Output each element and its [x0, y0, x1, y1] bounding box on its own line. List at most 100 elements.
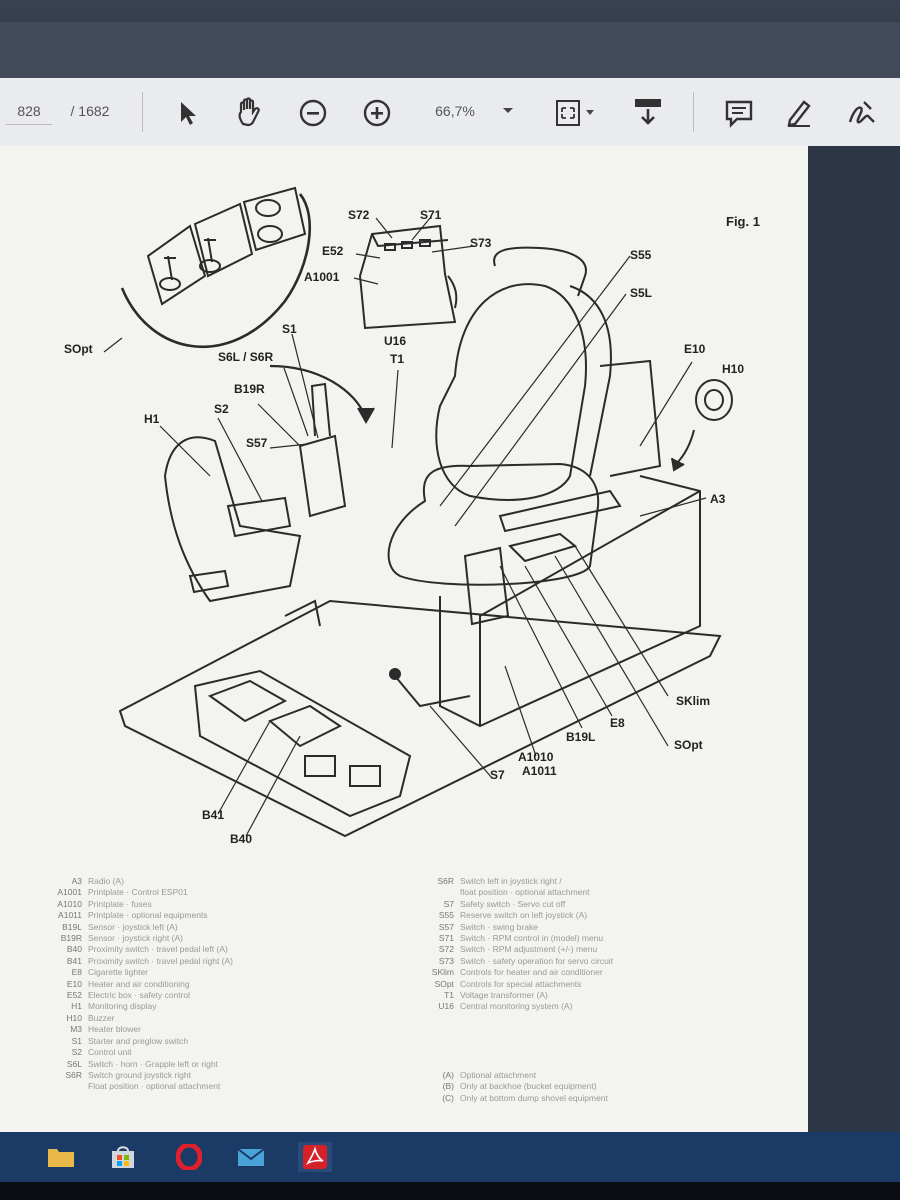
- legend-key: T1: [444, 990, 454, 1001]
- zoom-in-icon[interactable]: [360, 96, 394, 130]
- store-icon[interactable]: [106, 1142, 140, 1172]
- legend-value: Safety switch · Servo cut off: [460, 898, 566, 909]
- pen-icon[interactable]: [782, 96, 816, 130]
- legend-key: [410, 887, 460, 898]
- legend-right: S6R Switch left in joystick right /float …: [410, 876, 613, 1013]
- legend-key: S72: [438, 944, 454, 955]
- zoom-out-icon[interactable]: [296, 96, 330, 130]
- scroll-mode-icon[interactable]: [628, 94, 668, 130]
- callout-t1: T1: [390, 352, 405, 366]
- hand-tool-icon[interactable]: [232, 94, 268, 130]
- mail-icon[interactable]: [234, 1142, 268, 1172]
- legend-value: Optional attachment: [460, 1070, 537, 1080]
- legend-value: Float position · optional attachment: [88, 1081, 221, 1092]
- legend-value: Switch · swing brake: [460, 921, 538, 932]
- callout-a1010: A1010: [518, 750, 554, 764]
- sign-icon[interactable]: [842, 96, 880, 130]
- callout-e10: E10: [684, 342, 706, 356]
- opera-icon[interactable]: [172, 1142, 206, 1172]
- legend-value: Heater and air conditioning: [88, 978, 190, 989]
- legend-key: SOpt: [434, 978, 454, 989]
- legend-key: E8: [71, 967, 82, 978]
- document-viewer[interactable]: Fig. 1 S72 S71 S73 E52 A1001 S55 S5L SOp…: [0, 146, 808, 1132]
- legend-key: B19R: [60, 933, 82, 944]
- page-number-input[interactable]: 828: [6, 98, 52, 125]
- comment-icon[interactable]: [722, 96, 756, 130]
- right-side-panel: [808, 146, 900, 1132]
- callout-s73: S73: [470, 236, 492, 250]
- fit-page-icon[interactable]: [552, 96, 602, 130]
- legend-row: S1 Starter and preglow switch: [38, 1036, 233, 1047]
- legend-value: Switch · safety operation for servo circ…: [460, 955, 614, 966]
- callout-s7: S7: [490, 768, 505, 782]
- legend-key: S7: [443, 898, 454, 909]
- callout-a1001: A1001: [304, 270, 340, 284]
- legend-value: Heater blower: [88, 1024, 141, 1035]
- callout-sopt-left: SOpt: [64, 342, 93, 356]
- callout-h1: H1: [144, 412, 160, 426]
- legend-value: Control unit: [88, 1047, 132, 1058]
- callout-a3: A3: [710, 492, 726, 506]
- legend-value: Buzzer: [88, 1012, 115, 1023]
- chevron-down-icon[interactable]: [498, 100, 518, 122]
- legend-key: A1011: [58, 910, 82, 921]
- titlebar-strip: [0, 22, 900, 78]
- legend-value: Cigarette lighter: [88, 967, 149, 978]
- callout-b41: B41: [202, 808, 225, 822]
- legend-value: Printplate · optional equipments: [88, 910, 208, 921]
- legend-value: Only at backhoe (bucket equipment): [460, 1081, 597, 1092]
- callout-s57: S57: [246, 436, 268, 450]
- zoom-level[interactable]: 66,7%: [435, 103, 475, 119]
- legend-value: Starter and preglow switch: [88, 1035, 189, 1046]
- file-explorer-icon[interactable]: [44, 1142, 78, 1172]
- legend-value: Proximity switch · travel pedal left (A): [88, 944, 228, 955]
- legend-key: S6R: [437, 876, 454, 886]
- pdf-page: Fig. 1 S72 S71 S73 E52 A1001 S55 S5L SOp…: [0, 146, 808, 1132]
- legend-key: S73: [438, 955, 454, 966]
- legend-key: S6R: [65, 1069, 82, 1080]
- legend-row: A1011 Printplate · optional equipments: [38, 910, 233, 921]
- legend-row: float position · optional attachment: [410, 887, 613, 898]
- legend-key: A1001: [57, 887, 82, 898]
- callout-b19l: B19L: [566, 730, 596, 744]
- legend-value: Reserve switch on left joystick (A): [460, 910, 588, 921]
- legend-value: Radio (A): [88, 876, 124, 886]
- legend-key: (A): [442, 1070, 454, 1080]
- callout-s71: S71: [420, 208, 442, 222]
- legend-value: Central monitoring system (A): [460, 1001, 573, 1012]
- legend-value: Electric box · safety control: [88, 990, 191, 1001]
- legend-key: S71: [438, 933, 454, 944]
- legend-key: [38, 1081, 88, 1092]
- legend-value: Switch · horn · Grapple left or right: [88, 1058, 218, 1069]
- toolbar-divider: [142, 92, 143, 132]
- legend-key: U16: [438, 1001, 454, 1012]
- window-titlebar: [0, 0, 900, 78]
- legend-row: U16 Central monitoring system (A): [410, 1001, 613, 1012]
- select-arrow-icon[interactable]: [170, 96, 204, 130]
- figure-number: Fig. 1: [726, 214, 760, 229]
- callout-s55: S55: [630, 248, 652, 262]
- legend-value: Switch left in joystick right /: [460, 876, 562, 886]
- toolbar-divider: [693, 92, 694, 132]
- legend-key: S1: [71, 1035, 82, 1046]
- legend-value: Sensor · joystick left (A): [88, 921, 178, 932]
- acrobat-icon[interactable]: [298, 1142, 332, 1172]
- legend-value: float position · optional attachment: [460, 887, 590, 898]
- legend-value: Controls for heater and air conditioner: [460, 967, 603, 978]
- legend-row: (C)Only at bottom dump shovel equipment: [410, 1093, 608, 1104]
- legend-key: S55: [438, 910, 454, 921]
- legend-row: S6R Switch left in joystick right /: [410, 876, 613, 887]
- legend-key: M3: [70, 1024, 82, 1035]
